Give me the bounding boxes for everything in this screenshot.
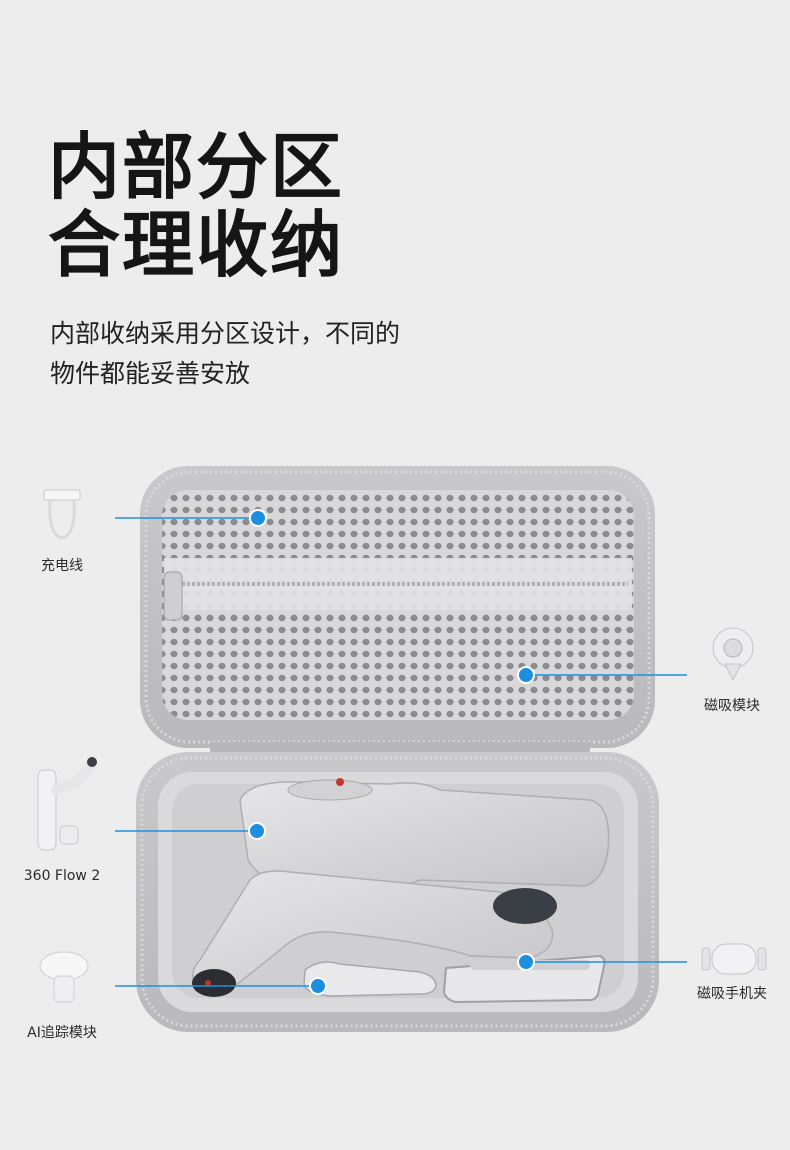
headline-line-2: 合理收纳	[48, 203, 345, 287]
headline-line-1: 内部分区	[48, 125, 345, 209]
magnetic-module-dot	[517, 666, 535, 684]
description: 内部收纳采用分区设计，不同的 物件都能妥善安放	[50, 314, 400, 394]
callout-label-phone-clamp: 磁吸手机夹	[697, 986, 767, 1002]
description-line-1: 内部收纳采用分区设计，不同的	[50, 319, 401, 348]
callout-label-ai-module: AI追踪模块	[27, 1025, 97, 1041]
phone-clamp-thumbnail	[701, 943, 767, 975]
callout-label-magnetic-module: 磁吸模块	[704, 698, 760, 714]
callout-label-cable: 充电线	[41, 558, 83, 574]
description-line-2: 物件都能妥善安放	[50, 359, 251, 388]
callout-label-gimbal: 360 Flow 2	[23, 868, 101, 884]
magnetic-module-thumbnail	[712, 627, 754, 682]
gimbal-item	[192, 778, 610, 1004]
case-lid	[140, 466, 655, 748]
headline: 内部分区 合理收纳	[48, 128, 344, 284]
callout-lines	[115, 517, 687, 987]
zipper-pull	[163, 571, 183, 621]
cable-dot	[249, 509, 267, 527]
ai-module-thumbnail	[39, 951, 89, 1003]
cable-thumbnail	[43, 489, 81, 540]
callout-dots	[248, 509, 535, 995]
ai-module-dot	[309, 977, 327, 995]
gimbal-thumbnail	[37, 757, 97, 851]
gimbal-dot	[248, 822, 266, 840]
phone-clamp-dot	[517, 953, 535, 971]
